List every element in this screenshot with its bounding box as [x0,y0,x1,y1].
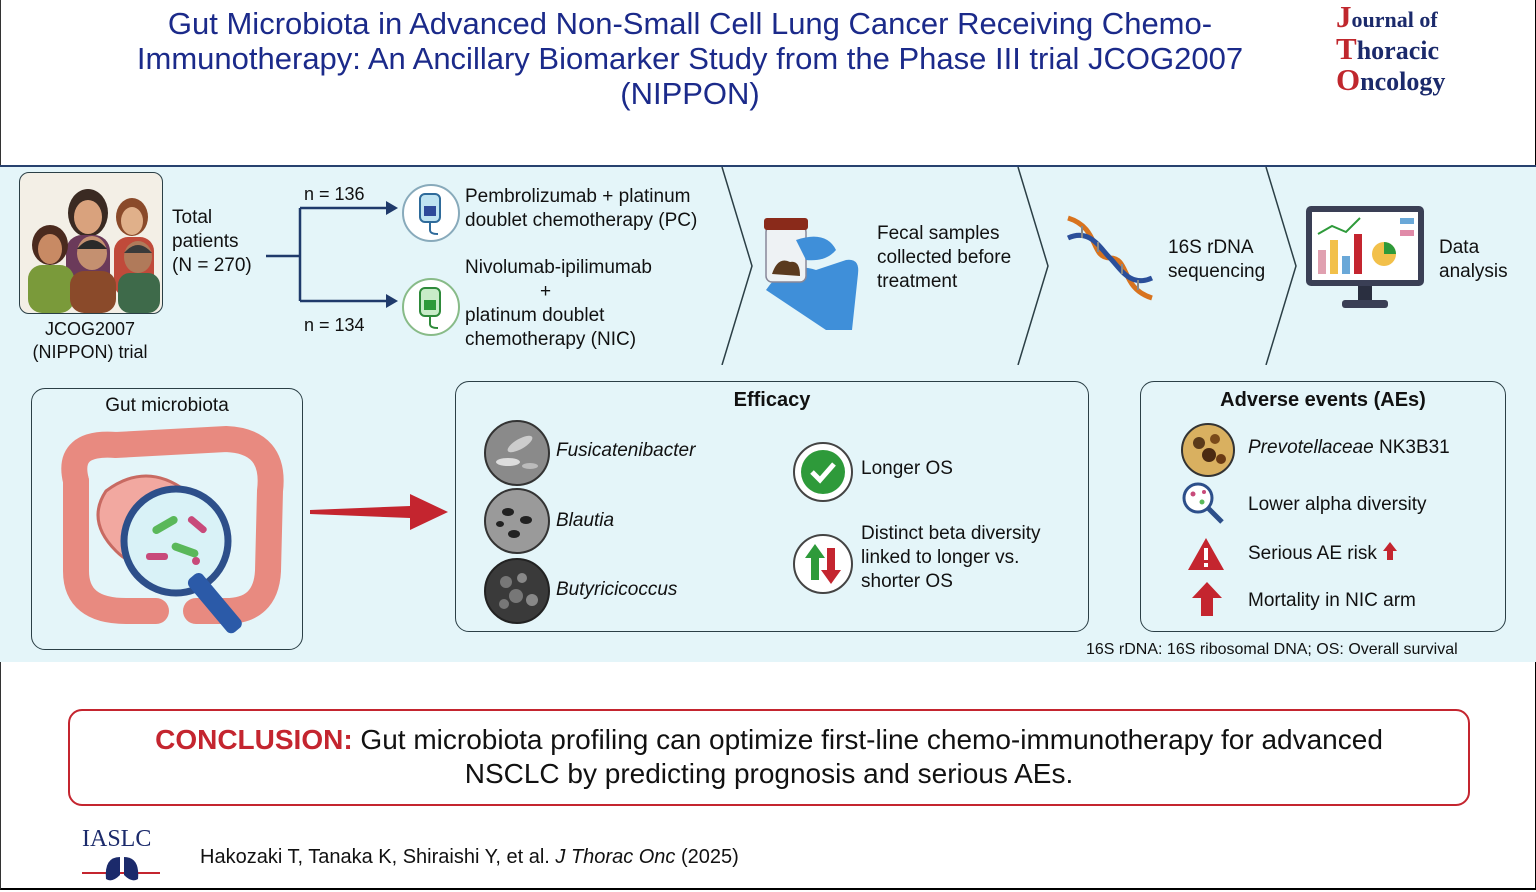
trial-label: JCOG2007 (NIPPON) trial [32,319,148,362]
randomization-arrows [266,201,398,308]
conclusion-box: CONCLUSION: Gut microbiota profiling can… [68,709,1470,806]
sequencing-step-text: 16S rDNA sequencing [1168,237,1266,282]
up-down-arrows-icon [793,534,853,594]
aes-item-serious-ae: Serious AE risk [1248,541,1398,566]
warning-icon [1188,538,1224,570]
gut-microbiota-card: Gut microbiota [31,388,303,650]
arrow-right-icon [310,494,448,530]
check-icon [793,442,853,502]
page-title: Gut Microbiota in Advanced Non-Small Cel… [136,6,1244,111]
beta-diversity-text: Distinct beta diversity linked to longer… [861,523,1041,592]
magnifier-icon [1182,482,1224,524]
journal-logo: Journal of Thoracic Oncology [1336,0,1446,97]
bacteria-micrograph-icon [484,558,550,624]
prevotellaceae-micrograph-icon [1181,423,1235,477]
iv-bag-icon [402,278,460,336]
taxon-label: Butyricicoccus [556,579,678,600]
iaslc-logo: IASLC [82,826,162,892]
arm1-n: n = 136 [304,184,365,204]
total-patients: Total patients (N = 270) [172,207,252,276]
data-analysis-step-text: Data analysis [1439,237,1508,282]
aes-item-mortality: Mortality in NIC arm [1248,590,1416,611]
abbreviations-footnote: 16S rDNA: 16S ribosomal DNA; OS: Overall… [1086,641,1458,658]
fecal-step-text: Fecal samples collected before treatment [877,223,1012,292]
taxon-label: Blautia [556,510,615,531]
efficacy-card: Efficacy [455,381,1089,632]
taxon-label: Fusicatenibacter [556,440,696,461]
arm1-regimen: Pembrolizumab + platinum doublet chemoth… [465,186,698,231]
gut-microbiota-label: Gut microbiota [105,395,229,416]
efficacy-heading: Efficacy [733,389,811,411]
bacteria-micrograph-icon [484,488,550,554]
aes-heading: Adverse events (AEs) [1220,389,1426,411]
step-chevrons [721,167,1297,365]
people-icon [28,189,160,313]
arrow-up-icon [1383,542,1398,560]
intestine-magnifier-icon [61,425,284,634]
bacteria-micrograph-icon [484,420,550,486]
iv-bag-icon [402,184,460,242]
citation: Hakozaki T, Tanaka K, Shiraishi Y, et al… [200,846,739,868]
patients-illustration [19,172,163,314]
fecal-sample-icon [764,218,859,330]
conclusion-label: CONCLUSION: [155,724,353,755]
aes-item-prevotellaceae: Prevotellaceae NK3B31 [1248,437,1450,458]
arm2-n: n = 134 [304,315,365,335]
data-analysis-monitor-icon [1306,206,1424,308]
dna-icon [1066,215,1154,301]
arm2-regimen: Nivolumab-ipilimumab + platinum doublet … [465,257,652,350]
lungs-icon [82,857,160,881]
arrow-up-icon [1192,582,1222,616]
aes-item-alpha-diversity: Lower alpha diversity [1248,494,1427,515]
longer-os-text: Longer OS [861,458,953,479]
